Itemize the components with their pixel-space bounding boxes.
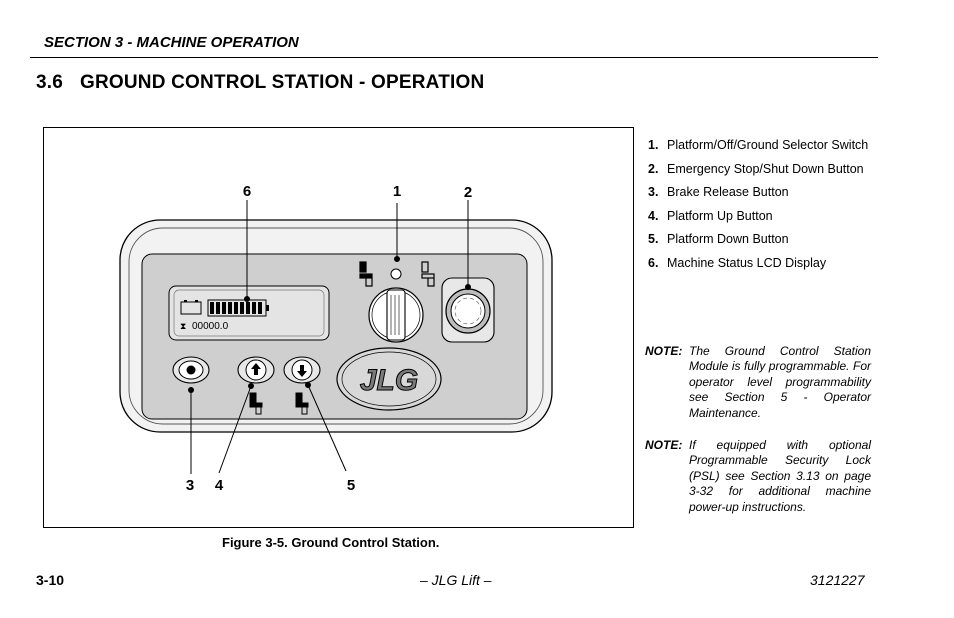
ground-icon-right <box>421 261 435 287</box>
selector-switch <box>368 287 424 343</box>
platform-down-button <box>283 356 321 384</box>
note-label: NOTE: <box>645 438 683 452</box>
battery-level-bars <box>207 299 269 317</box>
legend-item: 4.Platform Up Button <box>648 208 773 223</box>
page-number: 3-10 <box>36 572 65 588</box>
arrow-down-icon <box>297 365 307 377</box>
emergency-stop-button <box>441 277 495 343</box>
lcd-hour-meter: 00000.0 <box>192 321 229 332</box>
figure-legend: 1.Platform/Off/Ground Selector Switch 2.… <box>648 137 878 278</box>
lcd-display: ⧗ 00000.0 <box>168 285 330 341</box>
document-number: 3121227 <box>810 572 865 588</box>
legend-item: 1.Platform/Off/Ground Selector Switch <box>648 138 869 152</box>
note-label: NOTE: <box>645 344 683 358</box>
section-header: SECTION 3 - MACHINE OPERATION <box>44 34 299 51</box>
ground-control-station-illustration: ⧗ 00000.0 <box>119 183 553 494</box>
jlg-logo: JLG <box>336 347 442 411</box>
callout-3: 3 <box>186 477 194 494</box>
page-title: 3.6 GROUND CONTROL STATION - OPERATION <box>36 72 484 94</box>
platform-up-button <box>237 356 275 384</box>
callout-4: 4 <box>215 477 224 494</box>
note-programmability: NOTE: The Ground Control Station Module … <box>645 344 871 421</box>
callout-dots <box>188 256 471 393</box>
hourglass-icon: ⧗ <box>180 321 186 331</box>
callout-5: 5 <box>347 477 355 494</box>
arrow-up-icon <box>251 363 261 375</box>
callout-2: 2 <box>464 184 472 201</box>
note-text: If equipped with optional Programmable S… <box>689 438 871 514</box>
figure-caption: Figure 3-5. Ground Control Station. <box>222 535 440 550</box>
callout-leaders <box>190 200 469 474</box>
legend-item: 6.Machine Status LCD Display <box>648 255 827 270</box>
note-text: The Ground Control Station Module is ful… <box>689 344 871 420</box>
jlg-logo-text: JLG <box>360 364 418 397</box>
callout-6: 6 <box>243 183 251 200</box>
callout-1: 1 <box>393 183 401 200</box>
legend-item: 5.Platform Down Button <box>648 232 789 246</box>
station-housing-inner <box>128 227 544 425</box>
platform-up-icon <box>249 392 263 415</box>
note-psl: NOTE: If equipped with optional Programm… <box>645 438 871 515</box>
platform-icon-left <box>359 261 373 287</box>
indicator-light <box>390 268 402 280</box>
brake-release-button <box>172 356 210 384</box>
figure-frame: ⧗ 00000.0 <box>43 127 634 528</box>
header-rule <box>30 57 878 58</box>
legend-item: 2.Emergency Stop/Shut Down Button <box>648 161 864 176</box>
legend-item: 3.Brake Release Button <box>648 185 789 199</box>
footer-title: – JLG Lift – <box>420 572 492 588</box>
title-text: GROUND CONTROL STATION - OPERATION <box>80 72 485 93</box>
platform-down-icon <box>295 392 309 415</box>
battery-icon <box>180 300 202 315</box>
title-number: 3.6 <box>36 72 64 93</box>
